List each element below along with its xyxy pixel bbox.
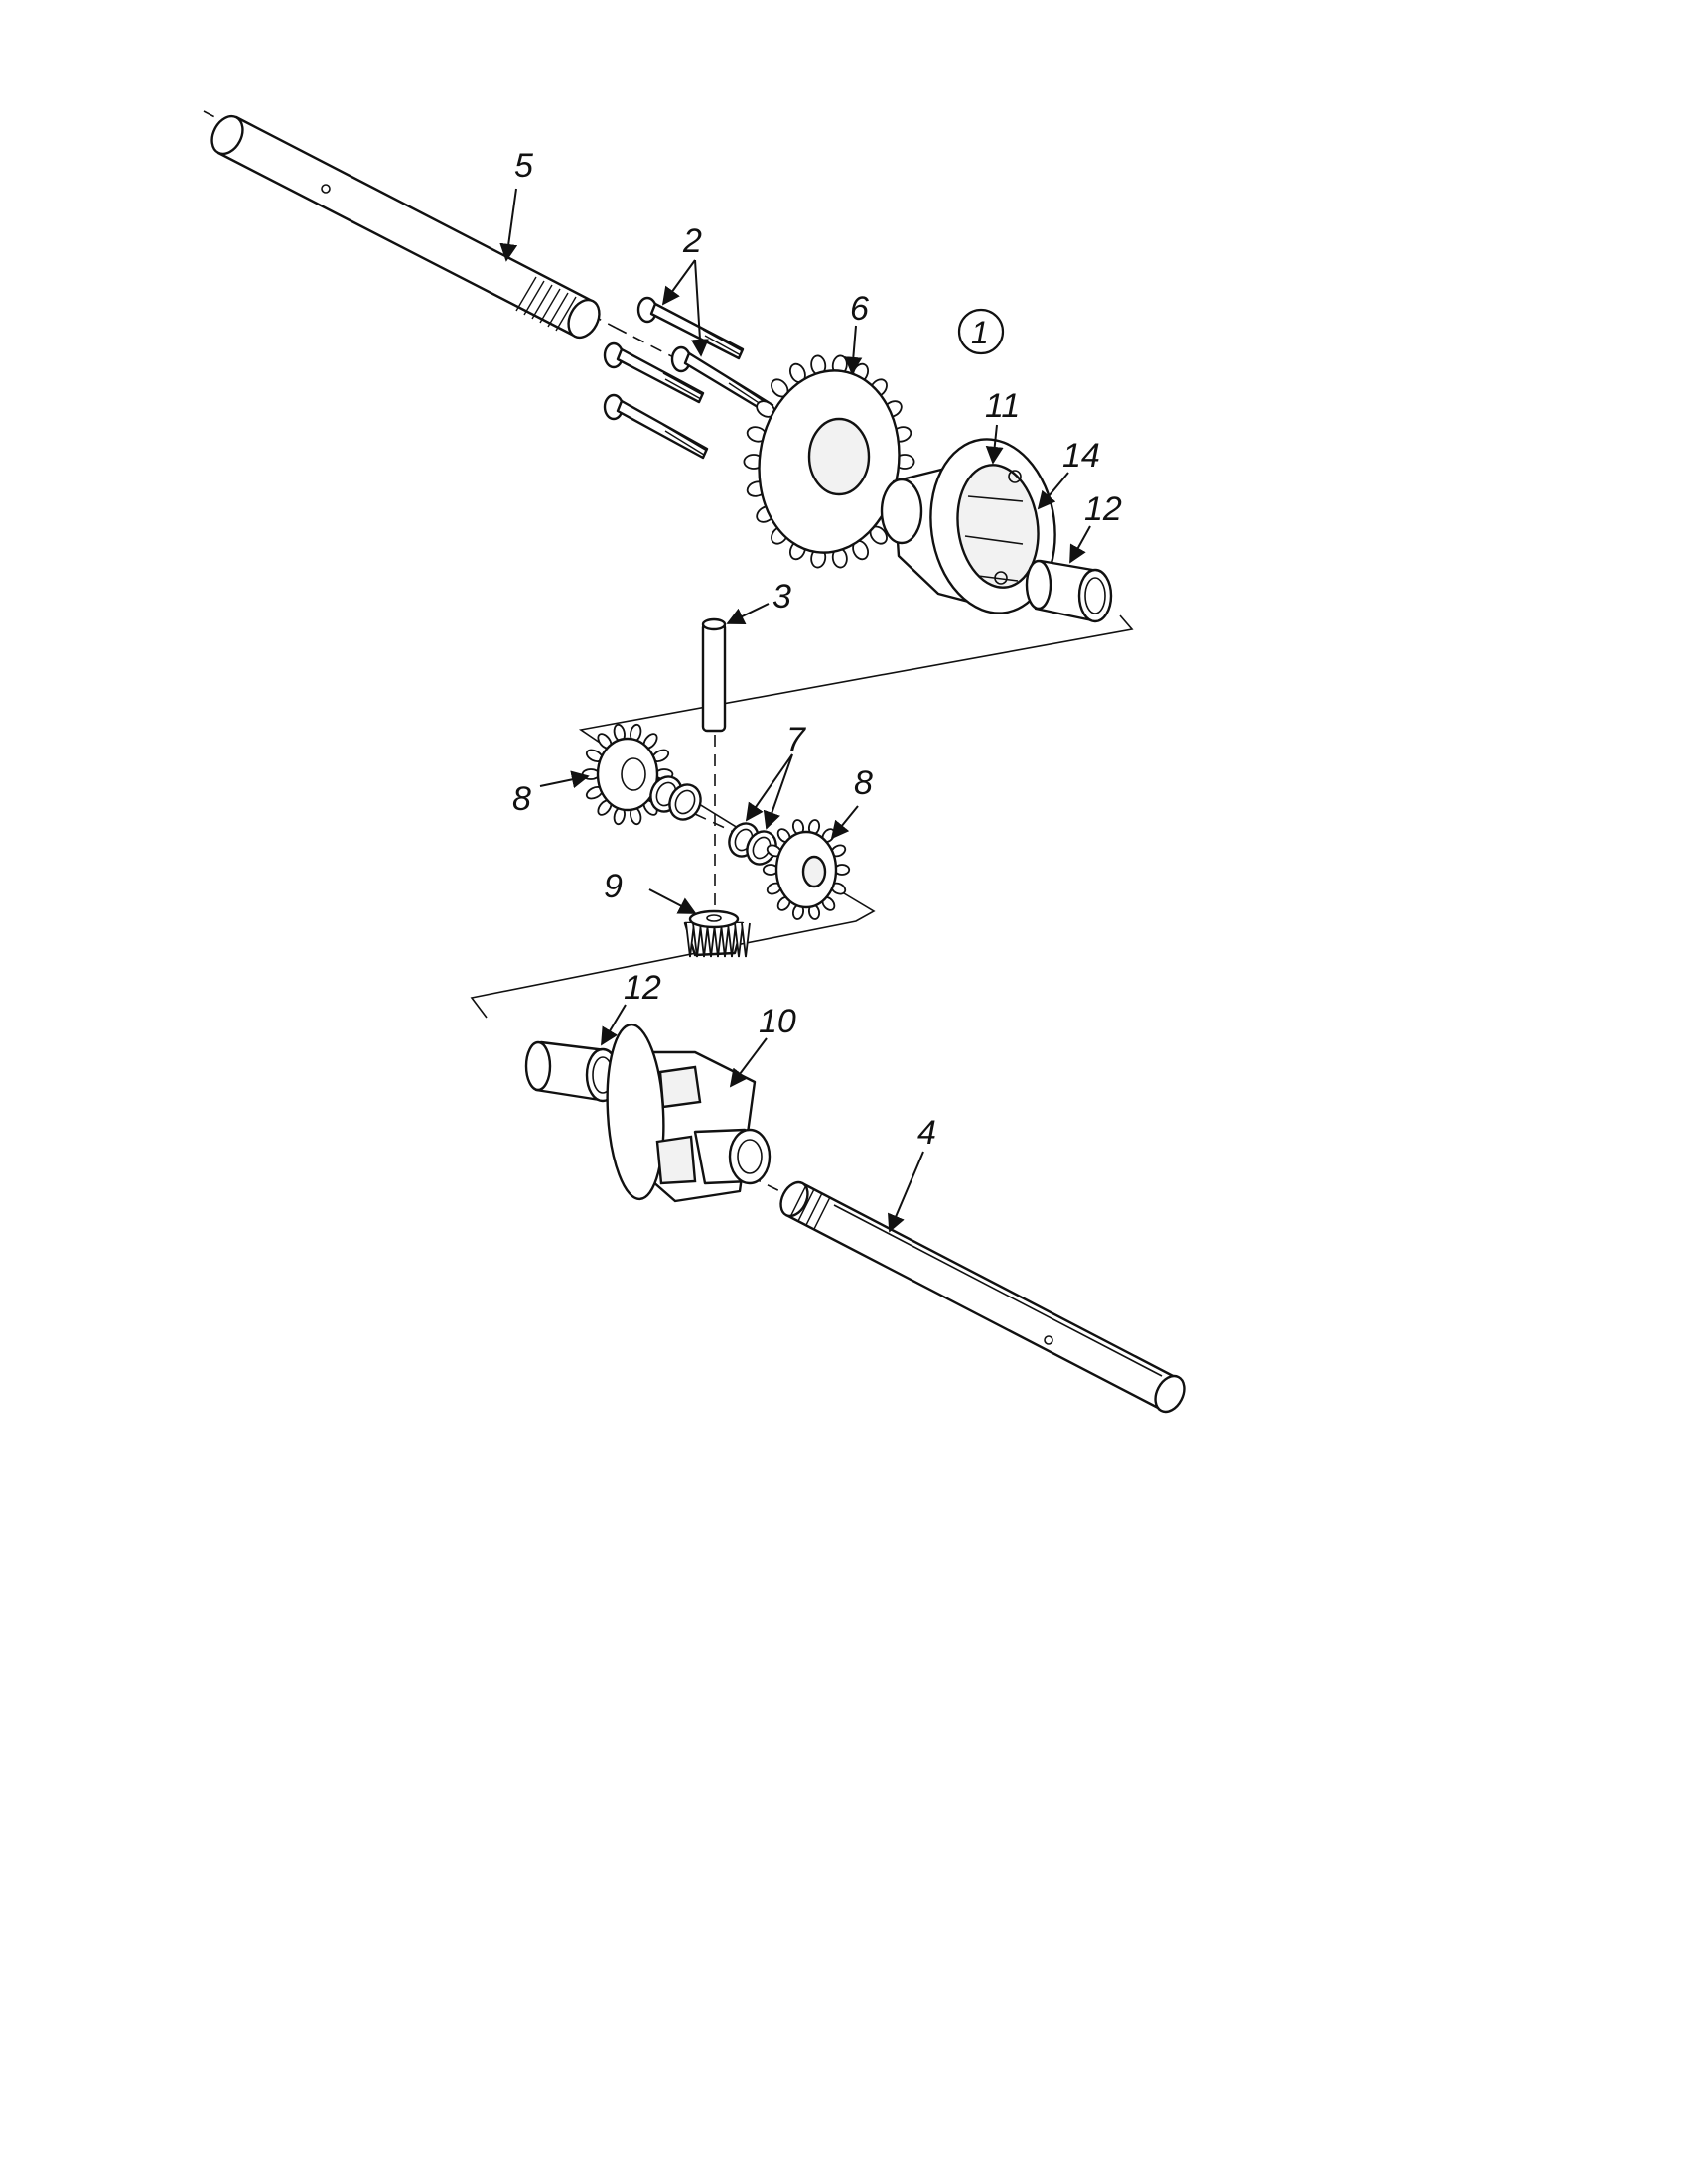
axle-right	[779, 1180, 1186, 1414]
pinion-tooth	[706, 922, 716, 958]
thrust-washers	[649, 775, 777, 866]
axle-right-pin-hole	[1044, 1335, 1053, 1345]
sprocket	[743, 354, 915, 569]
pinion-tooth	[713, 922, 723, 958]
assembly-marker: 1	[957, 308, 1005, 355]
bolt	[603, 393, 709, 460]
side-gear-right	[762, 819, 851, 920]
cross-shaft	[701, 617, 727, 733]
callout-labels: 5 2 6 11 14 12 3 8 7 8 9 12 10 4	[512, 147, 1122, 1152]
bushing-lower	[524, 1040, 621, 1103]
assembly-marker-number: 1	[971, 315, 989, 350]
pinion-tooth	[734, 922, 744, 958]
pinion-tooth	[727, 922, 737, 958]
callout-5: 5	[514, 147, 533, 185]
bolts	[603, 296, 774, 460]
pinion-tooth	[720, 922, 730, 958]
pinion-tooth	[685, 922, 695, 958]
pinion-tooth	[741, 922, 751, 958]
pinion-tooth	[699, 922, 709, 958]
axle-left-pin-hole	[321, 184, 331, 194]
bolt	[636, 296, 745, 360]
differential-housing-upper	[880, 438, 1056, 614]
differential-housing-lower	[606, 1023, 772, 1203]
callout-8-right: 8	[854, 764, 873, 802]
pinion-gear	[683, 909, 751, 958]
axle-left-spline	[515, 276, 577, 332]
bushing-upper	[1025, 559, 1113, 623]
callout-12-lower: 12	[624, 969, 661, 1007]
callout-10: 10	[759, 1003, 796, 1040]
callout-6: 6	[850, 290, 869, 328]
axle-right-spline	[789, 1184, 831, 1230]
callout-7: 7	[786, 721, 806, 758]
callout-14: 14	[1062, 437, 1100, 475]
callout-8-left: 8	[512, 780, 531, 818]
callout-4: 4	[917, 1114, 936, 1152]
axle-left	[210, 114, 601, 340]
leader-lines	[499, 188, 1091, 1233]
callout-3: 3	[772, 578, 791, 615]
callout-12-upper: 12	[1084, 490, 1122, 528]
bolt	[603, 341, 705, 404]
pinion-tooth	[692, 922, 702, 958]
callout-9: 9	[604, 868, 623, 905]
callout-11: 11	[985, 387, 1020, 425]
callout-2: 2	[682, 222, 702, 260]
assembly-center-lines	[203, 110, 1134, 1204]
